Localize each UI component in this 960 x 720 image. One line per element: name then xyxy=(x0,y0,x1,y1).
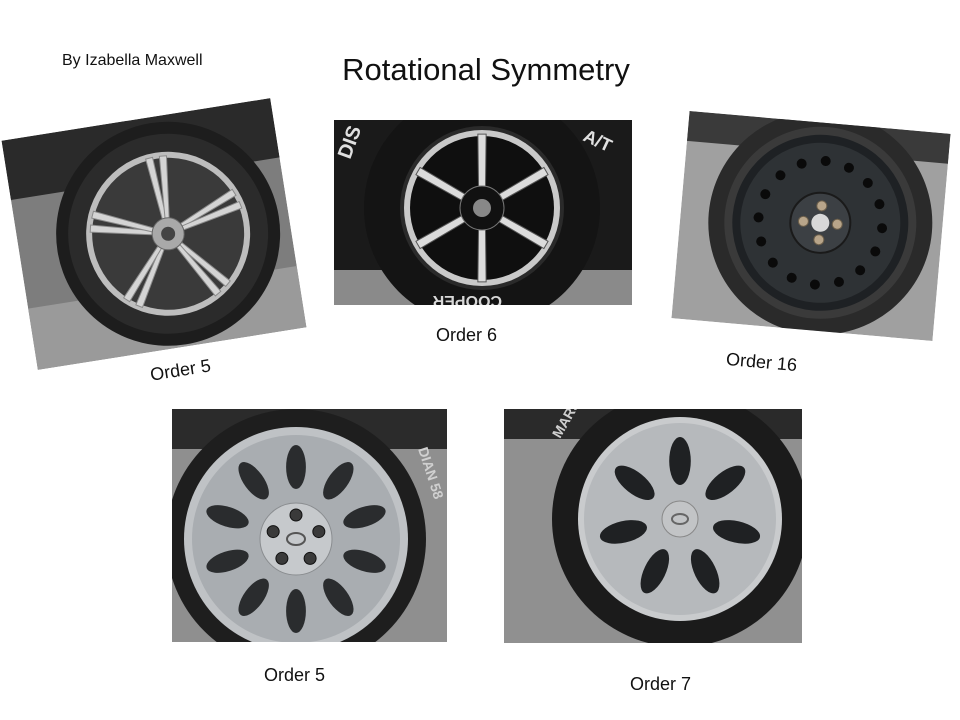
alloy-wheel-5-image xyxy=(1,98,307,370)
wheel-hole xyxy=(690,549,720,594)
wheel-hole xyxy=(275,551,289,565)
wheel-hole xyxy=(855,265,866,276)
wheel-hole xyxy=(786,272,797,283)
wheel-spoke xyxy=(477,133,487,187)
wheel-hole xyxy=(303,551,317,565)
wheel-hole xyxy=(206,505,249,529)
wheel-photo-5: MARSHAL xyxy=(504,409,802,643)
wheel-hole xyxy=(862,177,873,188)
wheel-hole xyxy=(713,520,761,544)
wheel-hole xyxy=(833,276,844,287)
alloy-wheel-6-image: DIS A/T COOPER xyxy=(334,120,632,305)
wheel-hole xyxy=(877,223,888,234)
caption-photo-2: Order 6 xyxy=(436,325,498,345)
wheel-hole xyxy=(669,437,691,485)
wheel-hole xyxy=(767,257,778,268)
wheel-hole xyxy=(753,212,764,223)
wheel-hole xyxy=(775,170,786,181)
wheel-hole xyxy=(286,589,306,633)
wheel-hole xyxy=(797,215,809,227)
wheel-hole xyxy=(820,156,831,167)
wheel-photo-2: DIS A/T COOPER xyxy=(334,120,632,305)
wheel-hole xyxy=(874,199,885,210)
wheel-hole xyxy=(831,218,843,230)
wheel-hole xyxy=(238,462,269,500)
wheel-hole xyxy=(870,246,881,257)
wheel-hole xyxy=(312,525,326,539)
wheel-hole xyxy=(206,549,249,573)
wheel-hole xyxy=(289,508,303,522)
wheel-hole xyxy=(343,505,386,529)
wheel-hole xyxy=(843,162,854,173)
wheel-hole xyxy=(640,549,670,594)
wheel-hole xyxy=(760,189,771,200)
caption-photo-5: Order 7 xyxy=(630,674,692,694)
wheel-hole xyxy=(756,236,767,247)
wheel-hole xyxy=(238,578,269,616)
wheel-photo-3 xyxy=(671,110,951,342)
wheel-hole xyxy=(705,465,746,501)
caption-photo-3: Order 16 xyxy=(725,348,798,376)
wheel-hole xyxy=(614,465,655,501)
wheel-hole xyxy=(816,200,828,212)
wheel-hole xyxy=(266,525,280,539)
wheel-hole xyxy=(796,158,807,169)
wheel-photo-1 xyxy=(1,98,307,370)
hubcap-7-image: MARSHAL xyxy=(504,409,802,643)
page-title: Rotational Symmetry xyxy=(342,52,630,87)
wheel-photo-4: DIAN 58 xyxy=(172,409,447,642)
wheel-hole xyxy=(323,578,354,616)
wheel-hole xyxy=(813,234,825,246)
wheel-hole xyxy=(323,462,354,500)
caption-photo-4: Order 5 xyxy=(264,665,326,685)
hubcap-5-image: DIAN 58 xyxy=(172,409,447,642)
wheel-hole xyxy=(286,445,306,489)
wheel-hole xyxy=(343,549,386,573)
steel-wheel-16-image xyxy=(671,110,951,342)
tire-lettering-bottom: COOPER xyxy=(432,292,502,305)
wheel-hole xyxy=(599,520,647,544)
author-credit: By Izabella Maxwell xyxy=(62,52,203,69)
caption-photo-1: Order 5 xyxy=(148,355,213,385)
wheel-spoke xyxy=(477,229,487,283)
wheel-hole xyxy=(809,279,820,290)
